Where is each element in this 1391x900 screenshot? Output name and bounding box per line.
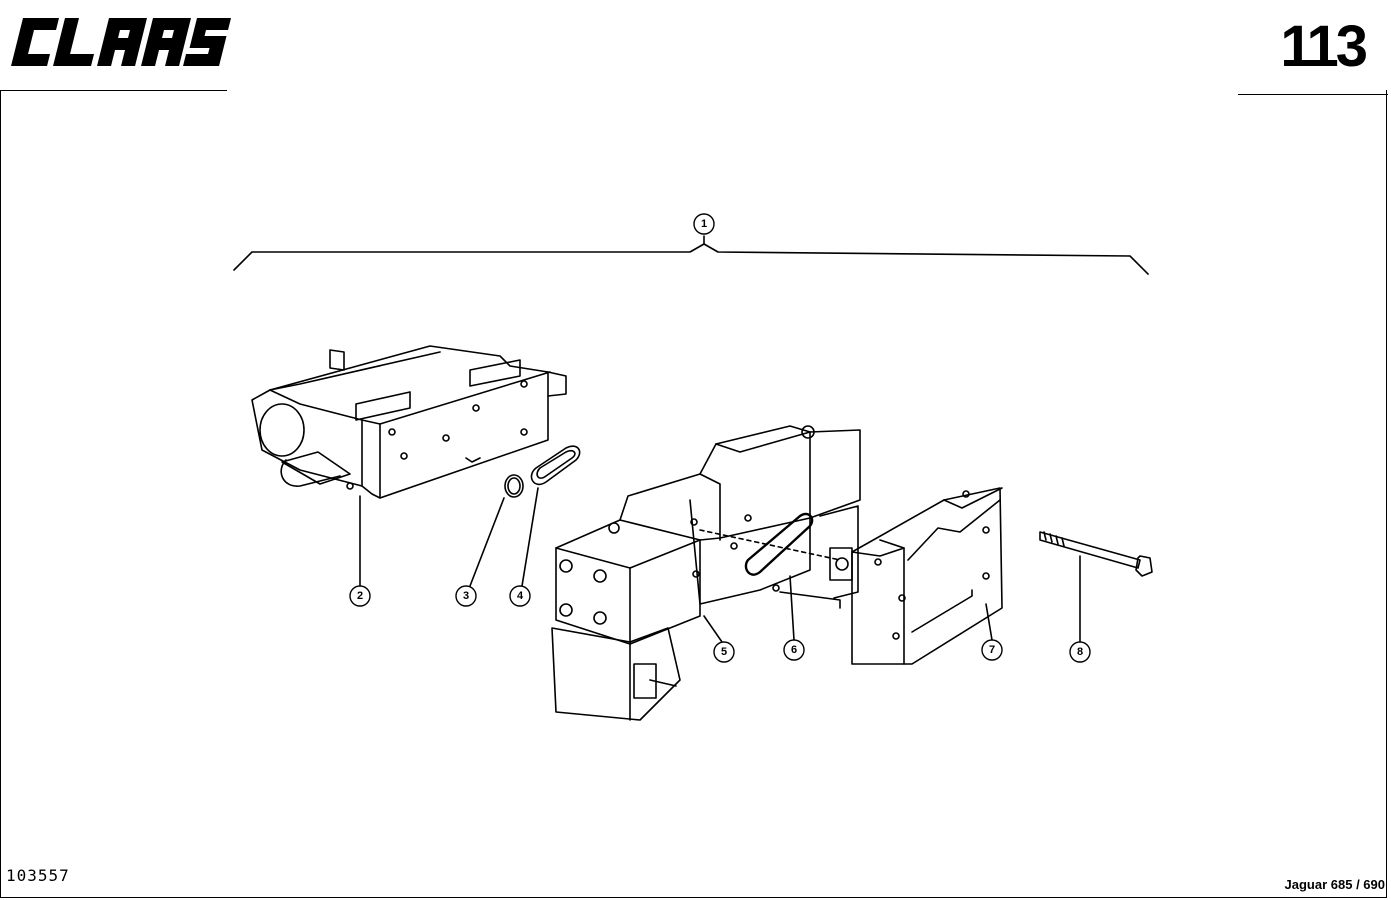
- header-rule-right: [1238, 94, 1388, 95]
- claas-logo: [11, 18, 232, 66]
- small-o-ring-part: [504, 474, 524, 498]
- drawing-id: 103557: [6, 866, 70, 885]
- large-seal-part: [530, 445, 581, 486]
- valve-housing-part: [251, 345, 567, 499]
- callout-3: 3: [463, 590, 469, 602]
- callout-2: 2: [357, 590, 363, 602]
- header-rule-left: [0, 90, 227, 91]
- callout-7: 7: [989, 644, 995, 656]
- page-frame: [0, 90, 1387, 898]
- callout-1: 1: [701, 218, 707, 230]
- callout-4: 4: [517, 590, 524, 602]
- bolt-part: [1039, 531, 1153, 577]
- callout-5: 5: [721, 646, 727, 658]
- assembly-bracket: [233, 243, 1149, 275]
- model-label: Jaguar 685 / 690: [1284, 877, 1385, 892]
- page-number: 113: [1280, 14, 1368, 79]
- callout-6: 6: [791, 644, 797, 656]
- valve-block-part: [551, 425, 861, 721]
- callout-8: 8: [1077, 646, 1083, 658]
- mounting-bracket-part: [851, 487, 1003, 665]
- seal-part: [744, 512, 814, 576]
